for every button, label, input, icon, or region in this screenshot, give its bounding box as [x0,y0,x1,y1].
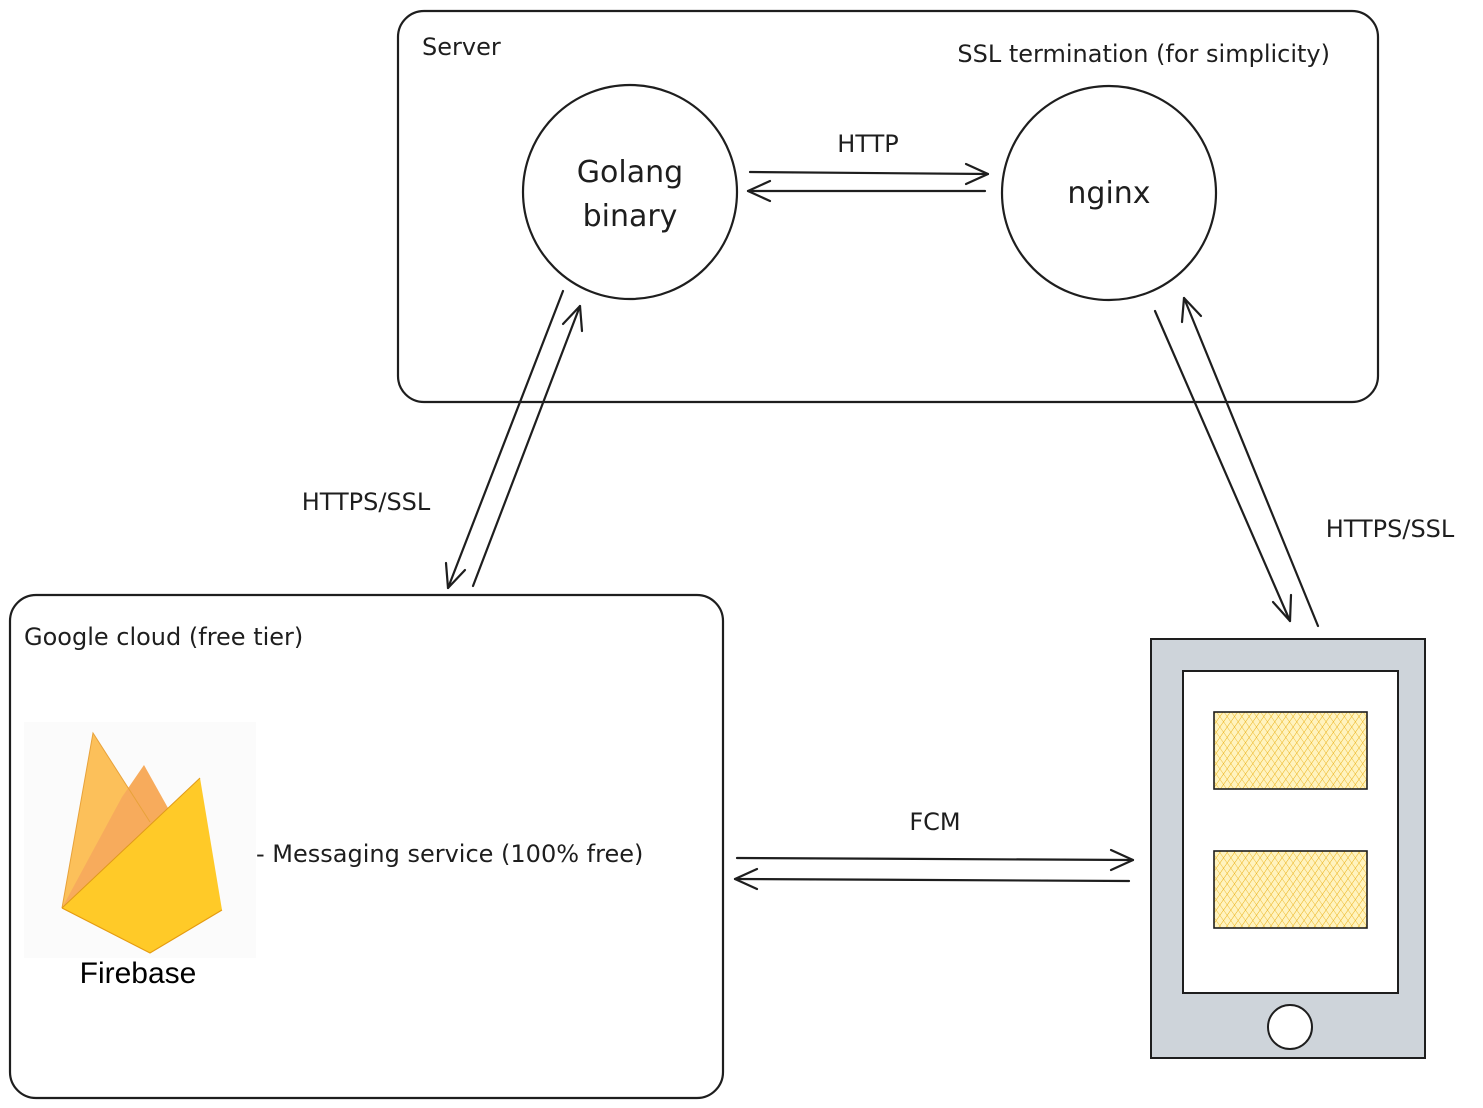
nginx-label: nginx [1067,176,1150,211]
google-cloud-title: Google cloud (free tier) [24,623,303,651]
fcm-label: FCM [909,808,960,836]
ssl-termination-note: SSL termination (for simplicity) [957,40,1330,68]
golang-label-line2: binary [583,199,678,234]
server-title: Server [422,33,501,61]
nginx-node: nginx [1000,84,1218,302]
google-cloud-box: Google cloud (free tier) - Messaging ser… [8,593,725,1100]
https-ssl-label-right: HTTPS/SSL [1326,515,1455,543]
golang-binary-node: Golang binary [521,83,739,301]
home-button-icon [1267,1004,1313,1050]
screen-placeholder-top [1213,711,1368,790]
firebase-flame-icon: Firebase [24,722,256,990]
nginx-device-connector: HTTPS/SSL [1153,296,1455,628]
fcm-connector: FCM [733,808,1135,891]
messaging-service-label: - Messaging service (100% free) [256,840,643,868]
http-connector: HTTP [746,130,990,203]
firebase-label: Firebase [80,957,197,990]
https-ssl-label-left: HTTPS/SSL [302,488,431,516]
golang-label-line1: Golang [577,155,683,190]
screen-placeholder-bottom [1213,850,1368,929]
http-label: HTTP [837,130,898,158]
mobile-phone-icon [1150,638,1426,1059]
golang-cloud-connector: HTTPS/SSL [302,289,584,590]
server-box: Server SSL termination (for simplicity) [396,9,1380,404]
